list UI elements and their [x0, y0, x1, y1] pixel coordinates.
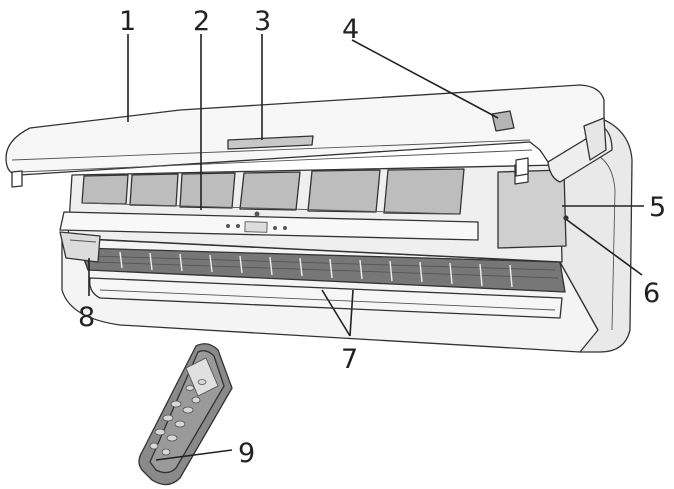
remote-buttons [149, 379, 207, 456]
air-inlet [59, 231, 101, 263]
leader-9 [155, 449, 233, 461]
indicator-dot [563, 215, 569, 221]
leader-4 [351, 39, 499, 119]
leader-6 [566, 219, 643, 276]
display-strip [59, 211, 479, 241]
callout-8: 8 [78, 302, 95, 333]
vertical-vanes [119, 251, 513, 288]
callout-6: 6 [643, 278, 660, 309]
callout-1: 1 [119, 6, 136, 37]
callout-7: 7 [341, 344, 358, 375]
leader-7b [349, 289, 354, 337]
callout-5: 5 [649, 192, 666, 223]
callout-4: 4 [342, 14, 359, 45]
callout-3: 3 [254, 6, 271, 37]
ionizer-window [227, 135, 314, 150]
callout-labels: 1 2 3 4 5 6 7 8 9 [78, 6, 666, 469]
leader-7a [321, 289, 351, 337]
air-filters [81, 168, 465, 215]
remote-controller [138, 343, 233, 486]
sensor-tab [491, 110, 515, 132]
callout-2: 2 [193, 6, 210, 37]
leader-lines [88, 34, 644, 461]
front-panel [5, 84, 613, 188]
callout-9: 9 [238, 438, 255, 469]
air-outlet [79, 247, 566, 319]
